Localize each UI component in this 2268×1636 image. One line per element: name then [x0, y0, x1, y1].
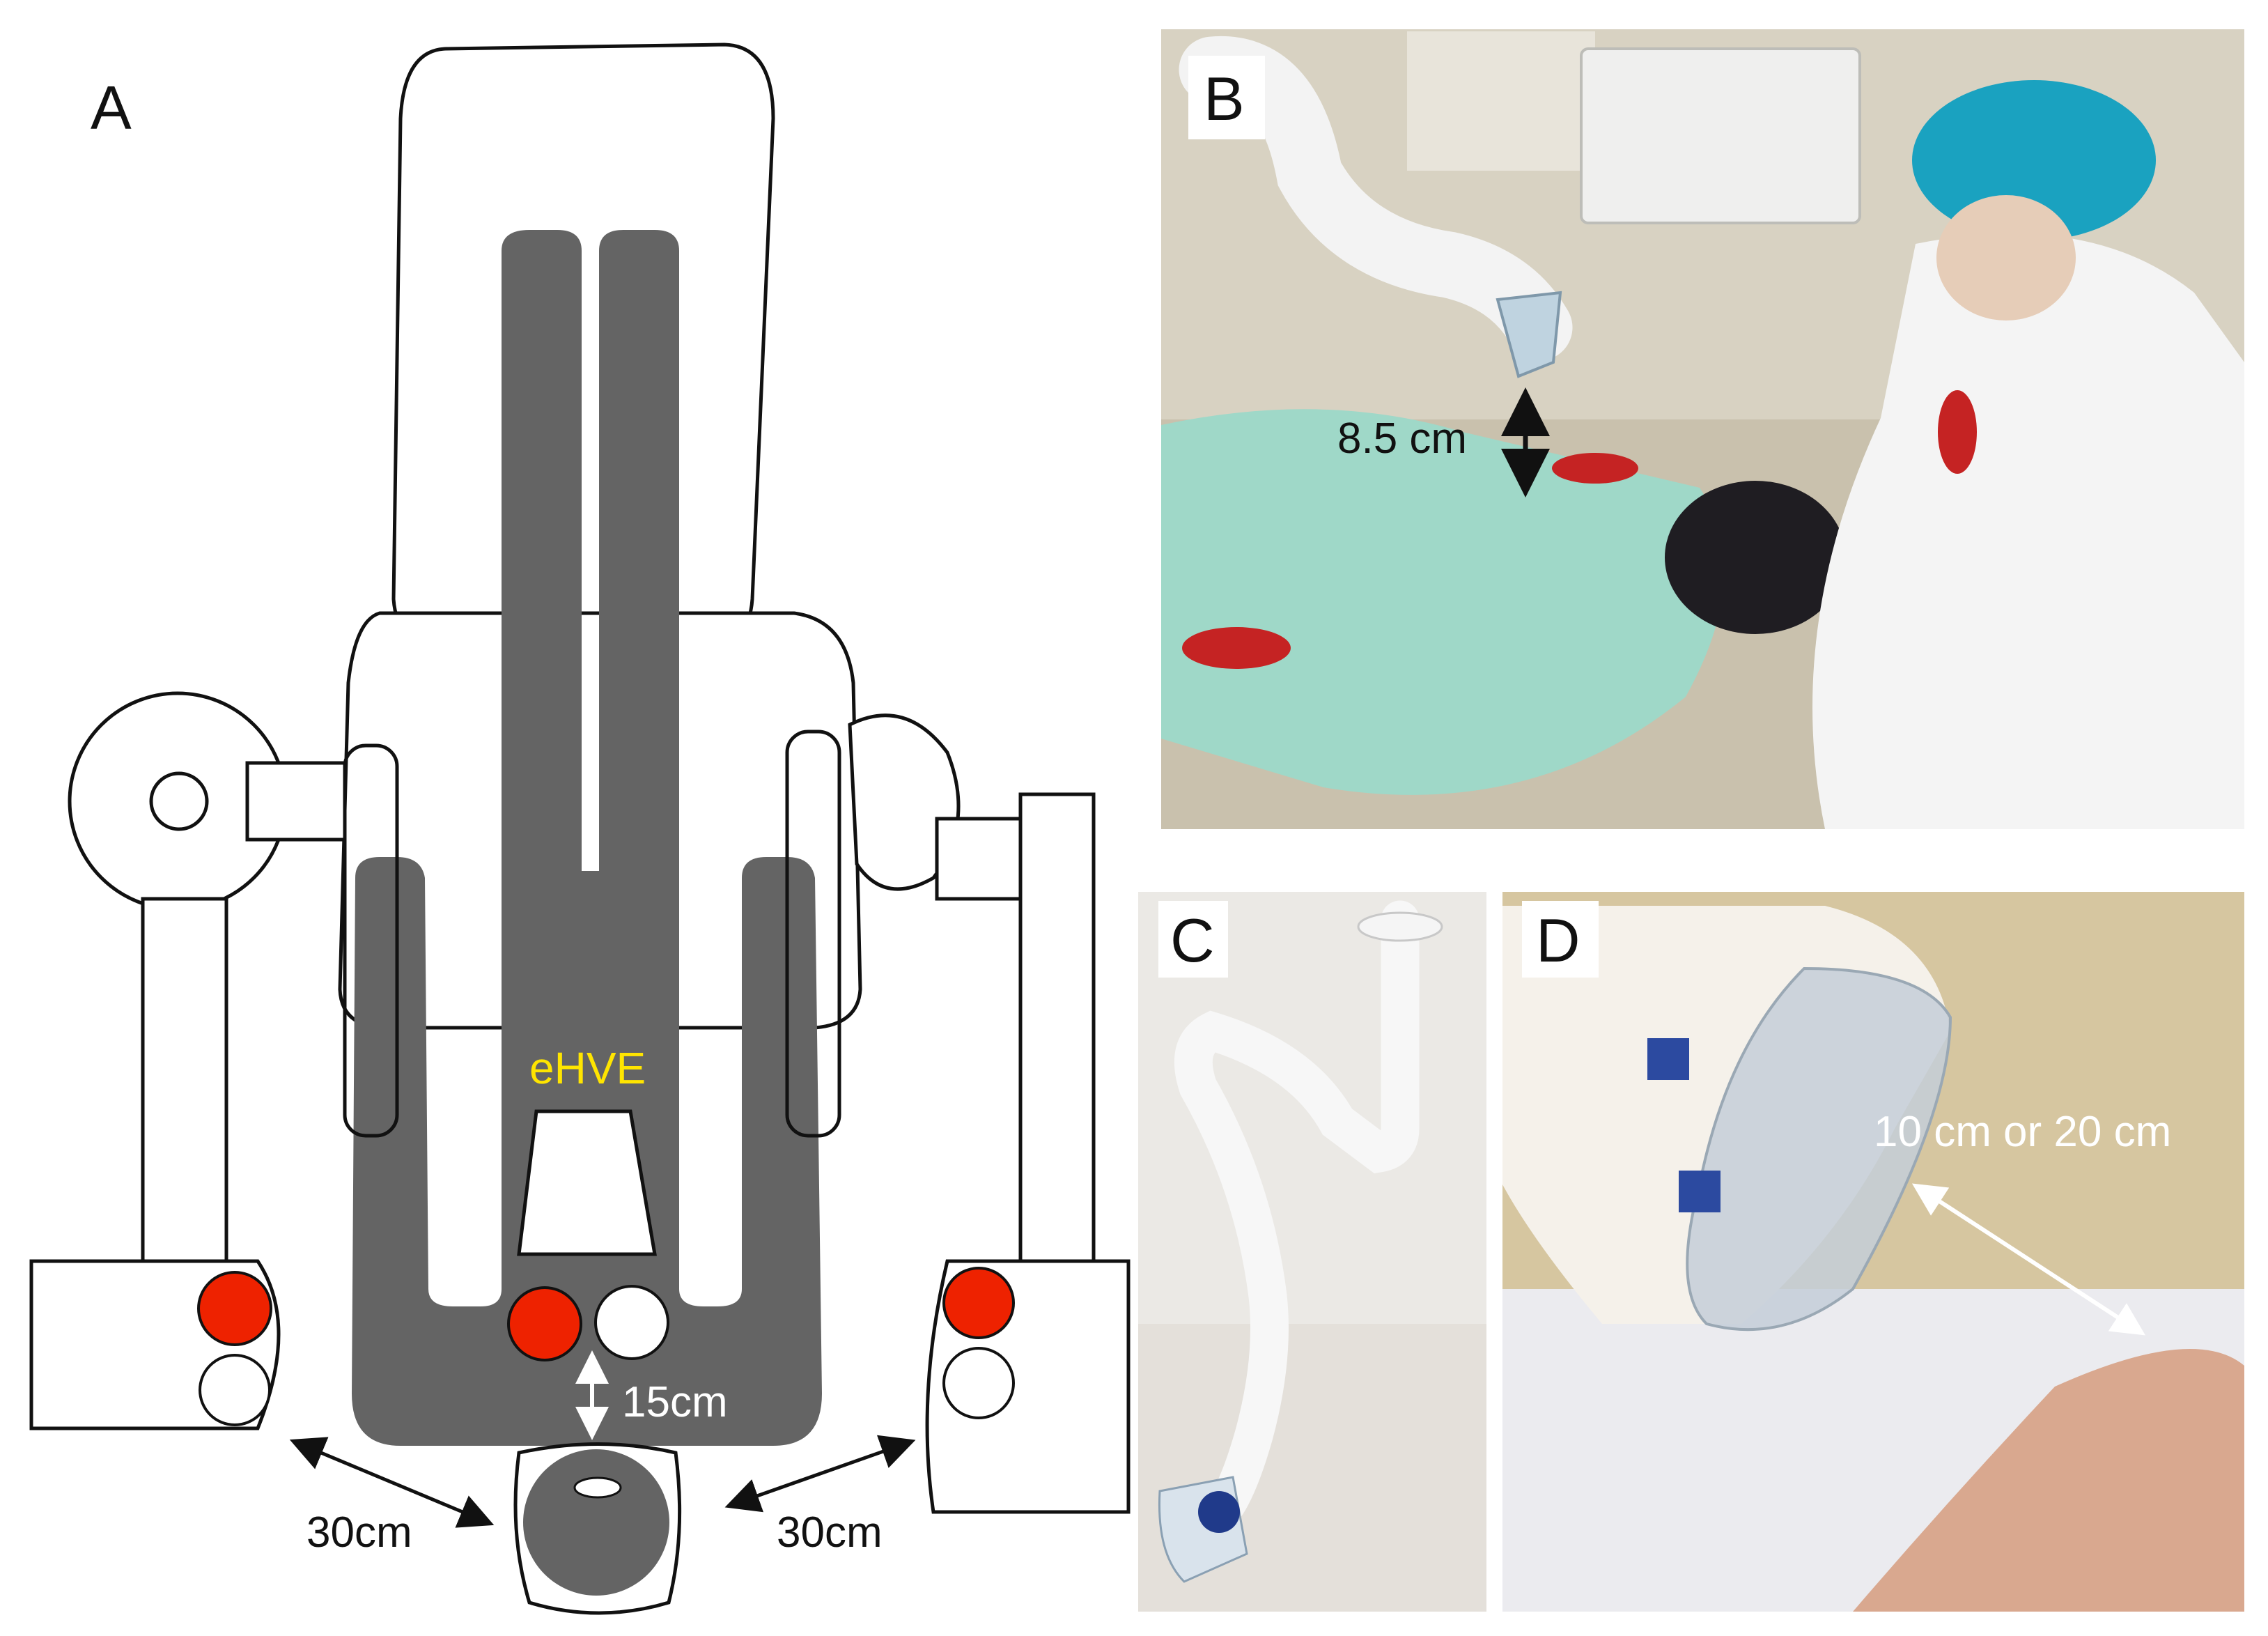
panel-b-dentist-cap	[1912, 80, 2156, 240]
panel-d-patient-face	[1853, 1349, 2244, 1612]
right-30cm-arrow	[724, 1435, 916, 1513]
chair-backrest-outline	[391, 43, 775, 650]
head-top	[523, 1449, 669, 1596]
panel-c-letter-box	[1158, 901, 1228, 978]
right-tray-red-plate	[942, 1267, 1015, 1339]
right-arm-joint	[848, 713, 961, 891]
panel-c-robot-arm	[1174, 900, 1420, 1525]
right-tray-white-plate	[942, 1347, 1015, 1419]
panel-d-ehve-hood	[1686, 966, 1952, 1332]
panel-a: A eHVE 15cm	[29, 43, 1131, 1615]
right-arm-connector	[935, 817, 1026, 901]
panel-b-ehve-hood	[1496, 291, 1562, 378]
panel-d-distance-label: 10 cm or 20 cm	[1874, 1108, 2171, 1156]
panel-d-hood-clip-1	[1647, 1038, 1689, 1080]
panel-d-distance-arrow	[1911, 1183, 2146, 1336]
left-30cm-label: 30cm	[306, 1508, 412, 1557]
left-armrest	[343, 743, 399, 1138]
left-30cm-arrow	[289, 1437, 495, 1528]
ehve-hood	[517, 1109, 657, 1256]
left-arm-connector	[245, 761, 347, 842]
panel-c-ceiling-mount	[1357, 911, 1443, 942]
panel-b-dentist-coat	[1812, 233, 2244, 829]
panel-d: 10 cm or 20 cm D	[1502, 892, 2244, 1612]
panel-b-letter-box	[1188, 56, 1265, 139]
panel-b-plate-center	[1552, 453, 1638, 484]
panel-b-dentist-face	[1936, 195, 2076, 321]
panel-b-plate-dentist	[1938, 390, 1977, 474]
panel-b-monitor	[1580, 47, 1861, 224]
right-armrest	[785, 730, 841, 1138]
panel-c-hood-joint	[1198, 1491, 1240, 1533]
mouth-opening	[573, 1476, 622, 1499]
right-30cm-label: 30cm	[777, 1508, 883, 1557]
left-tray-white-plate	[199, 1354, 271, 1426]
distance-15cm-label: 15cm	[622, 1378, 728, 1426]
panel-a-letter: A	[91, 73, 132, 142]
panel-c-letter: C	[1170, 906, 1215, 975]
panel-b-plate-left	[1182, 627, 1291, 669]
left-arm-hole	[149, 771, 209, 831]
right-stand-pole	[1018, 792, 1096, 1270]
panel-b-patient-bib	[1161, 409, 1725, 795]
ehve-label: eHVE	[529, 1043, 646, 1093]
head-red-plate	[507, 1286, 582, 1361]
head-white-plate	[594, 1285, 669, 1360]
panel-c: C	[1138, 892, 1486, 1612]
panel-b-robot-arm	[1179, 36, 1573, 361]
panel-d-hood-clip-2	[1679, 1171, 1721, 1212]
panel-b-patient-head	[1665, 481, 1846, 634]
panel-b-letter: B	[1204, 64, 1245, 133]
left-tray-red-plate	[197, 1271, 272, 1346]
panel-d-letter-box	[1522, 901, 1599, 978]
panel-b-calendar	[1407, 31, 1595, 171]
panel-d-letter: D	[1536, 906, 1580, 975]
left-stand-pole	[141, 897, 228, 1263]
panel-b: 8.5 cm B	[1161, 29, 2244, 829]
panel-b-distance-label: 8.5 cm	[1337, 415, 1467, 463]
